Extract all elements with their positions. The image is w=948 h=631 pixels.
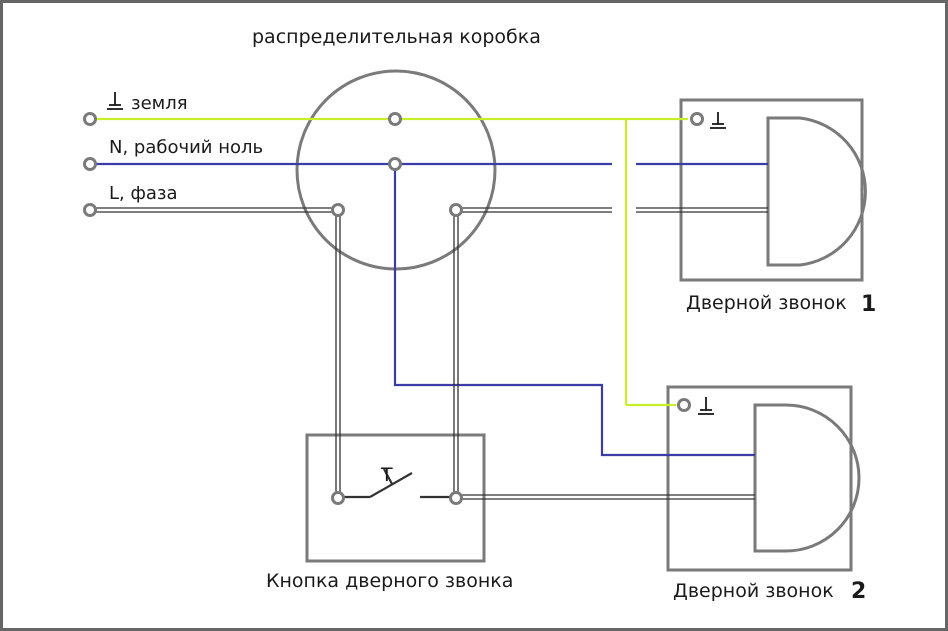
- ground-icon: [107, 92, 123, 110]
- bell-2-box: [666, 385, 853, 572]
- phase-label: L, фаза: [109, 183, 178, 204]
- bell-1-icon: [766, 116, 867, 267]
- ground-icon-bell-1: [710, 112, 726, 129]
- bell-1-label: Дверной звонок: [686, 292, 847, 314]
- bell-2-icon: [753, 403, 861, 553]
- bell-1-number: 1: [861, 292, 876, 317]
- phase-wires: [90, 207, 768, 500]
- bell-1-box: [679, 98, 864, 282]
- terminal-box-phase: [331, 203, 345, 217]
- terminal-box-signal: [449, 203, 463, 217]
- neutral-label: N, рабочий ноль: [109, 137, 263, 158]
- terminal-ground-in: [83, 112, 97, 126]
- ground-label: земля: [131, 93, 188, 114]
- ground-icon-bell-2: [698, 397, 714, 415]
- terminal-phase-in: [83, 203, 97, 217]
- terminal-bell1-ground: [690, 112, 704, 126]
- bell-2-number: 2: [851, 579, 866, 604]
- neutral-wires: [90, 162, 768, 457]
- button-label: Кнопка дверного звонка: [266, 570, 513, 592]
- terminals: [83, 112, 704, 505]
- terminal-box-ground: [388, 112, 402, 126]
- button-box: [305, 433, 486, 563]
- terminal-bell2-ground: [677, 398, 691, 412]
- terminal-neutral-in: [83, 157, 97, 171]
- push-switch: [343, 468, 450, 499]
- terminal-switch-a: [331, 491, 345, 505]
- terminal-box-neutral: [388, 157, 402, 171]
- switch-letter: T: [380, 464, 393, 486]
- bell-2-label: Дверной звонок: [673, 580, 834, 602]
- junction-box-label: распределительная коробка: [252, 26, 541, 48]
- terminal-switch-b: [449, 491, 463, 505]
